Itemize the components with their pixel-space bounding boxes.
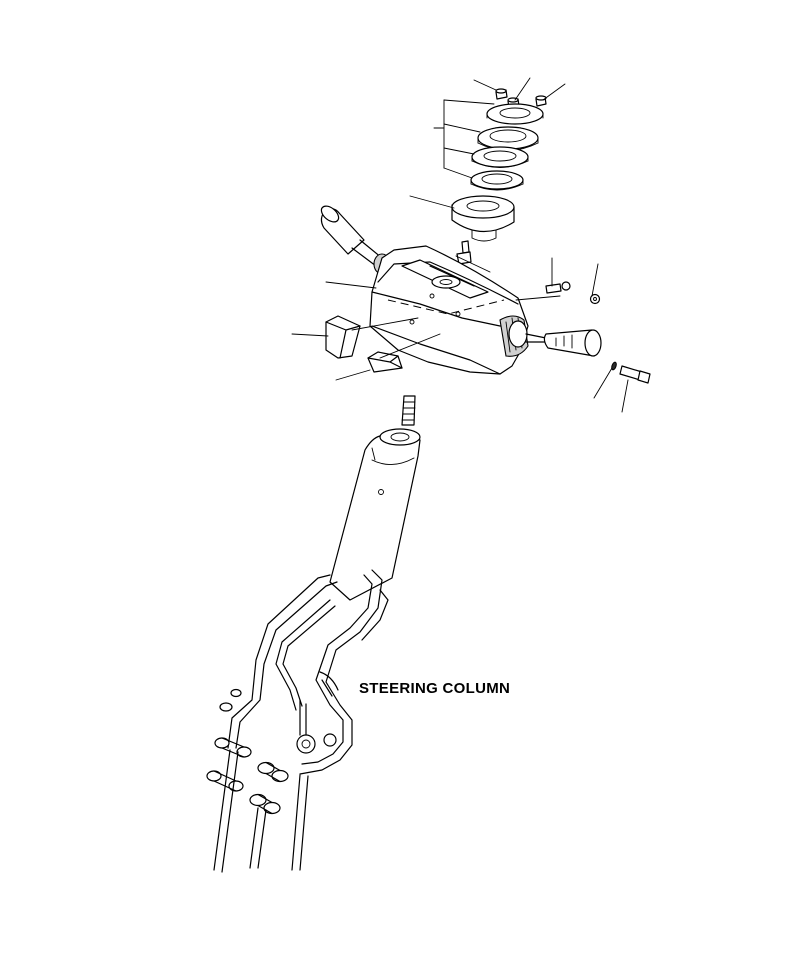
steering-shaft-tip [401, 395, 416, 426]
left-lever [320, 205, 391, 275]
column-tube [329, 431, 421, 601]
screw-bottom-right [611, 361, 651, 384]
wedge-block [367, 351, 403, 373]
diagram-caption: STEERING COLUMN [359, 680, 511, 697]
steering-column-assembly [206, 395, 421, 873]
top-screw-left [495, 88, 508, 100]
washer-1 [486, 103, 544, 125]
housing-screw-upper [545, 281, 571, 294]
housing-nut-small [589, 293, 601, 305]
bracket-pins [206, 688, 289, 815]
small-bolt [456, 240, 472, 265]
switch-housing [369, 245, 529, 375]
top-screw-right [535, 95, 547, 107]
washer-3 [471, 146, 529, 168]
right-lever [499, 315, 602, 357]
rubber-pad [325, 315, 361, 359]
washer-4 [470, 170, 524, 191]
switch-assembly [320, 205, 651, 384]
upper-parts-stack [451, 88, 547, 265]
column-mounting-bracket [206, 569, 389, 873]
leader-lines [291, 77, 629, 413]
boss-ring [451, 195, 515, 242]
